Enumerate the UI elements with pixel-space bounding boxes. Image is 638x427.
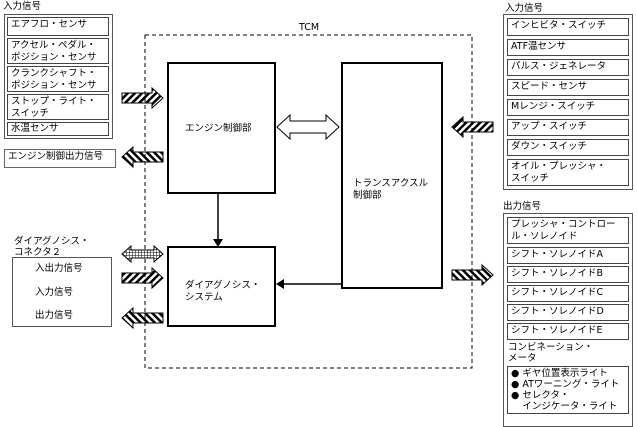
left-inputs-title: 入力信号 <box>3 1 42 12</box>
diag-connector-box: 入出力信号 入力信号 出力信号 <box>12 257 112 327</box>
tcm-boundary <box>144 34 473 369</box>
transaxle-control-block: トランスアクスル 制御部 <box>341 62 443 289</box>
output-shift-solenoid-b: シフト・ソレノイドB <box>507 266 629 283</box>
input-inhibitor-switch: インヒビタ・スイッチ <box>507 18 629 36</box>
diag-io-signal: 入出力信号 <box>35 263 83 274</box>
diag-input-signal: 入力信号 <box>35 287 74 298</box>
outputs-title: 出力信号 <box>503 201 542 212</box>
engine-control-output-signal: エンジン制御出力信号 <box>4 149 116 168</box>
diag-io-arrow <box>121 244 164 264</box>
transaxle-control-label: トランスアクスル 制御部 <box>353 178 429 201</box>
engine-to-diag-arrowhead <box>213 239 223 247</box>
engine-transaxle-bidirectional-arrow <box>276 113 340 141</box>
diagnosis-system-block: ダイアグノシス・ システム <box>167 246 276 327</box>
bullet-icon: ● <box>511 390 523 401</box>
output-shift-solenoid-a: シフト・ソレノイドA <box>507 247 629 264</box>
input-speed-sensor: スピード・センサ <box>507 79 629 96</box>
meter-light-gear-position: ● ギヤ位置表示ライト <box>511 368 625 379</box>
left-input-arrow <box>121 86 164 110</box>
right-input-arrow <box>451 115 494 139</box>
transaxle-to-diag-arrowhead <box>276 279 284 289</box>
light-label: ギヤ位置表示ライト <box>522 368 608 379</box>
diag-input-arrow <box>121 266 164 290</box>
diag-connector-title: ダイアグノシス・ コネクタ２ <box>14 236 90 258</box>
engine-control-block: エンジン制御部 <box>167 62 276 194</box>
input-pulse-generator: パルス・ジェネレータ <box>507 59 629 76</box>
diag-output-signal: 出力信号 <box>35 310 74 321</box>
meter-light-selector-indicator: ● セレクタ・ インジケータ・ライト <box>511 390 625 412</box>
input-down-switch: ダウン・スイッチ <box>507 139 629 156</box>
bullet-icon: ● <box>511 379 523 390</box>
left-inputs-group: エアフロ・センサ アクセル・ペダル・ ポジション・センサ クランクシャフト・ ポ… <box>4 14 113 139</box>
input-water-temp-sensor: 水温センサ <box>7 122 109 136</box>
output-arrow <box>451 263 494 287</box>
light-label: ATワーニング・ライト <box>522 379 620 390</box>
input-accel-pedal-sensor: アクセル・ペダル・ ポジション・センサ <box>7 38 109 64</box>
bullet-icon: ● <box>511 368 523 379</box>
output-shift-solenoid-d: シフト・ソレノイドD <box>507 304 629 321</box>
input-m-range-switch: Mレンジ・スイッチ <box>507 99 629 116</box>
engine-output-arrow <box>121 145 164 169</box>
combination-meter-label: コンビネーション・ メータ <box>508 342 594 364</box>
right-inputs-group: インヒビタ・スイッチ ATF温センサ パルス・ジェネレータ スピード・センサ M… <box>503 14 633 190</box>
outputs-group: プレッシャ・コントロー ル・ソレノイド シフト・ソレノイドA シフト・ソレノイド… <box>503 213 633 427</box>
engine-control-label: エンジン制御部 <box>185 123 252 134</box>
output-pressure-control-solenoid: プレッシャ・コントロー ル・ソレノイド <box>507 217 629 244</box>
diag-output-arrow <box>121 306 164 330</box>
input-airflow-sensor: エアフロ・センサ <box>7 17 109 36</box>
input-atf-temp-sensor: ATF温センサ <box>507 39 629 56</box>
light-label: セレクタ・ インジケータ・ライト <box>522 390 618 412</box>
input-oil-pressure-switch: オイル・プレッシャ・ スイッチ <box>507 159 629 186</box>
input-up-switch: アップ・スイッチ <box>507 119 629 136</box>
output-shift-solenoid-e: シフト・ソレノイドE <box>507 323 629 340</box>
right-inputs-title: 入力信号 <box>505 3 544 14</box>
input-crankshaft-sensor: クランクシャフト・ ポジション・センサ <box>7 66 109 92</box>
tcm-label: TCM <box>299 22 320 33</box>
input-stop-light-switch: ストップ・ライト・ スイッチ <box>7 94 109 120</box>
output-shift-solenoid-c: シフト・ソレノイドC <box>507 285 629 302</box>
meter-light-at-warning: ● ATワーニング・ライト <box>511 379 625 390</box>
diagnosis-system-label: ダイアグノシス・ システム <box>185 280 261 303</box>
meter-lights-box: ● ギヤ位置表示ライト ● ATワーニング・ライト ● セレクタ・ インジケータ… <box>507 366 629 414</box>
